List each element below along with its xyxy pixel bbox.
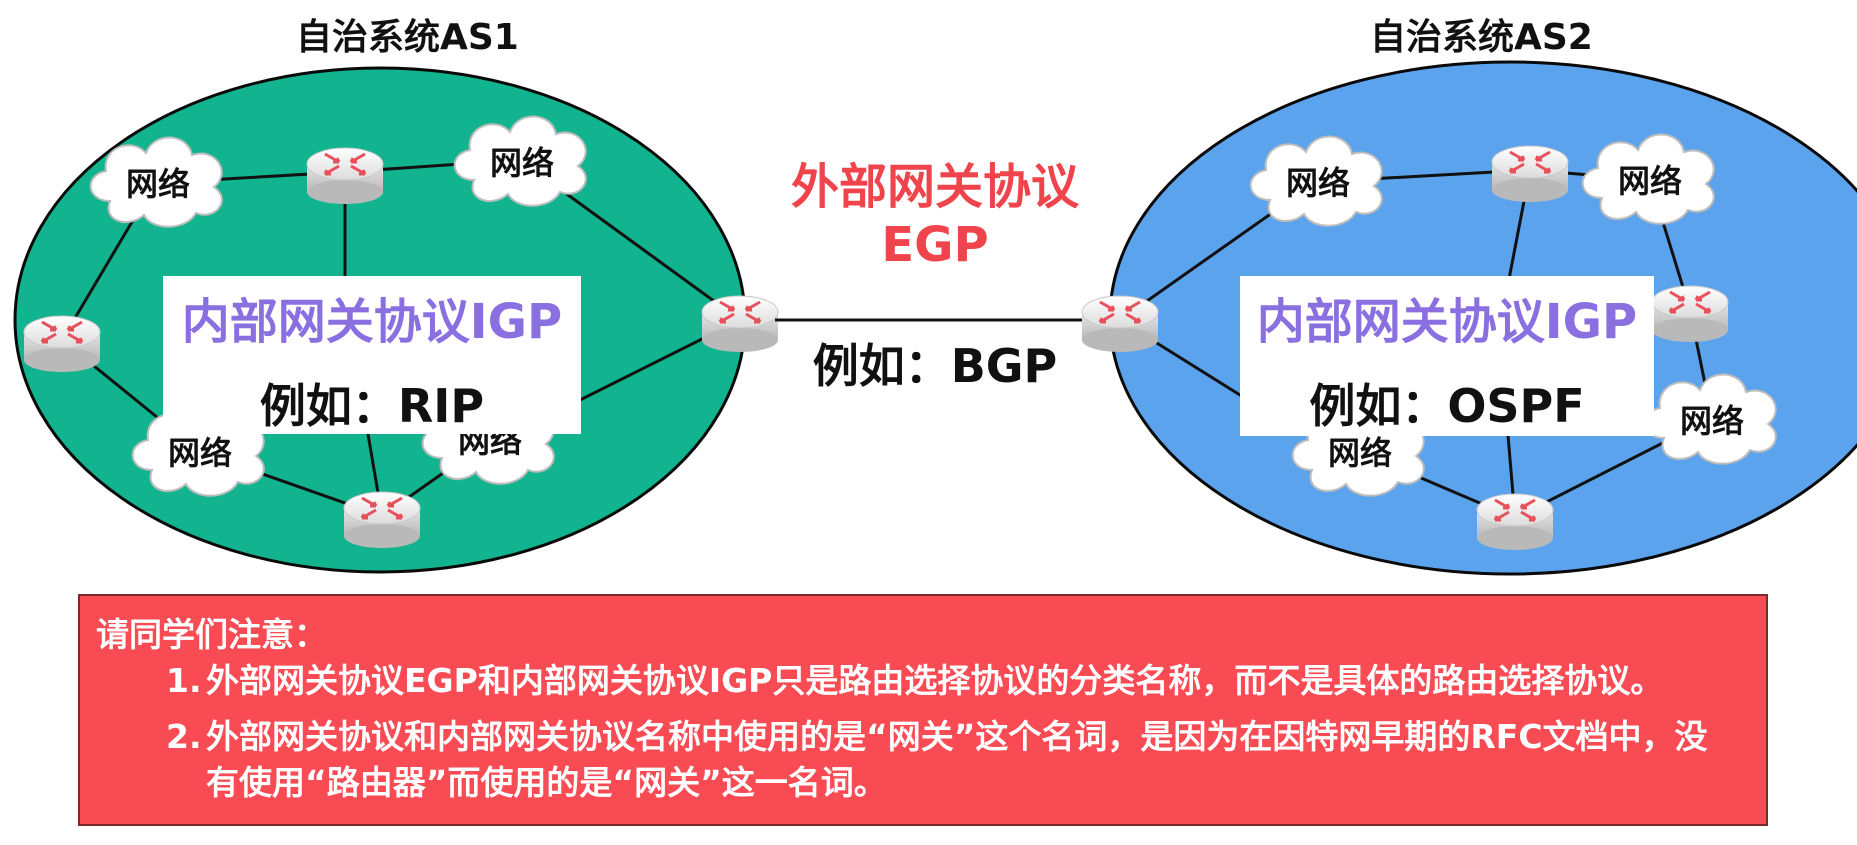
as1-igp-example: 例如：RIP <box>259 379 485 433</box>
network-label: 网络 <box>126 165 190 203</box>
note-item-text: 外部网关协议和内部网关协议名称中使用的是“网关”这个名词，是因为在因特网早期的R… <box>206 717 1708 802</box>
as1-igp-label: 内部网关协议IGP <box>181 294 563 350</box>
network-label: 网络 <box>1328 434 1392 472</box>
network-label: 网络 <box>490 144 554 182</box>
as2-igp-label: 内部网关协议IGP <box>1256 294 1638 350</box>
as2-igp-box: 内部网关协议IGP 例如：OSPF <box>1240 276 1654 436</box>
router-icon <box>342 490 422 550</box>
note-item: 1.外部网关协议EGP和内部网关协议IGP只是路由选择协议的分类名称，而不是具体… <box>166 658 1746 704</box>
note-item-text: 外部网关协议EGP和内部网关协议IGP只是路由选择协议的分类名称，而不是具体的路… <box>206 661 1664 700</box>
egp-title-line2: EGP <box>881 217 989 273</box>
network-label: 网络 <box>168 434 232 472</box>
router-icon <box>1490 144 1570 204</box>
egp-title-line1: 外部网关协议 <box>790 159 1079 215</box>
router-icon <box>22 314 102 374</box>
egp-title: 外部网关协议 EGP <box>745 158 1125 274</box>
as2-title: 自治系统AS2 <box>1370 17 1593 58</box>
network-label: 网络 <box>1286 164 1350 202</box>
router-icon <box>1475 492 1555 552</box>
note-item: 2.外部网关协议和内部网关协议名称中使用的是“网关”这个名词，是因为在因特网早期… <box>166 714 1746 806</box>
network-label: 网络 <box>1618 162 1682 200</box>
note-title: 请同学们注意： <box>96 615 327 654</box>
as1-title: 自治系统AS1 <box>296 17 519 58</box>
note-box: 请同学们注意： 1.外部网关协议EGP和内部网关协议IGP只是路由选择协议的分类… <box>78 594 1768 826</box>
note-item-number: 1. <box>166 661 202 700</box>
router-icon <box>1650 284 1730 344</box>
as2-igp-example: 例如：OSPF <box>1309 379 1585 433</box>
router-icon <box>305 146 385 206</box>
as1-igp-box: 内部网关协议IGP 例如：RIP <box>163 276 581 434</box>
network-label: 网络 <box>1680 402 1744 440</box>
egp-example: 例如：BGP <box>812 339 1058 393</box>
note-item-number: 2. <box>166 717 202 756</box>
